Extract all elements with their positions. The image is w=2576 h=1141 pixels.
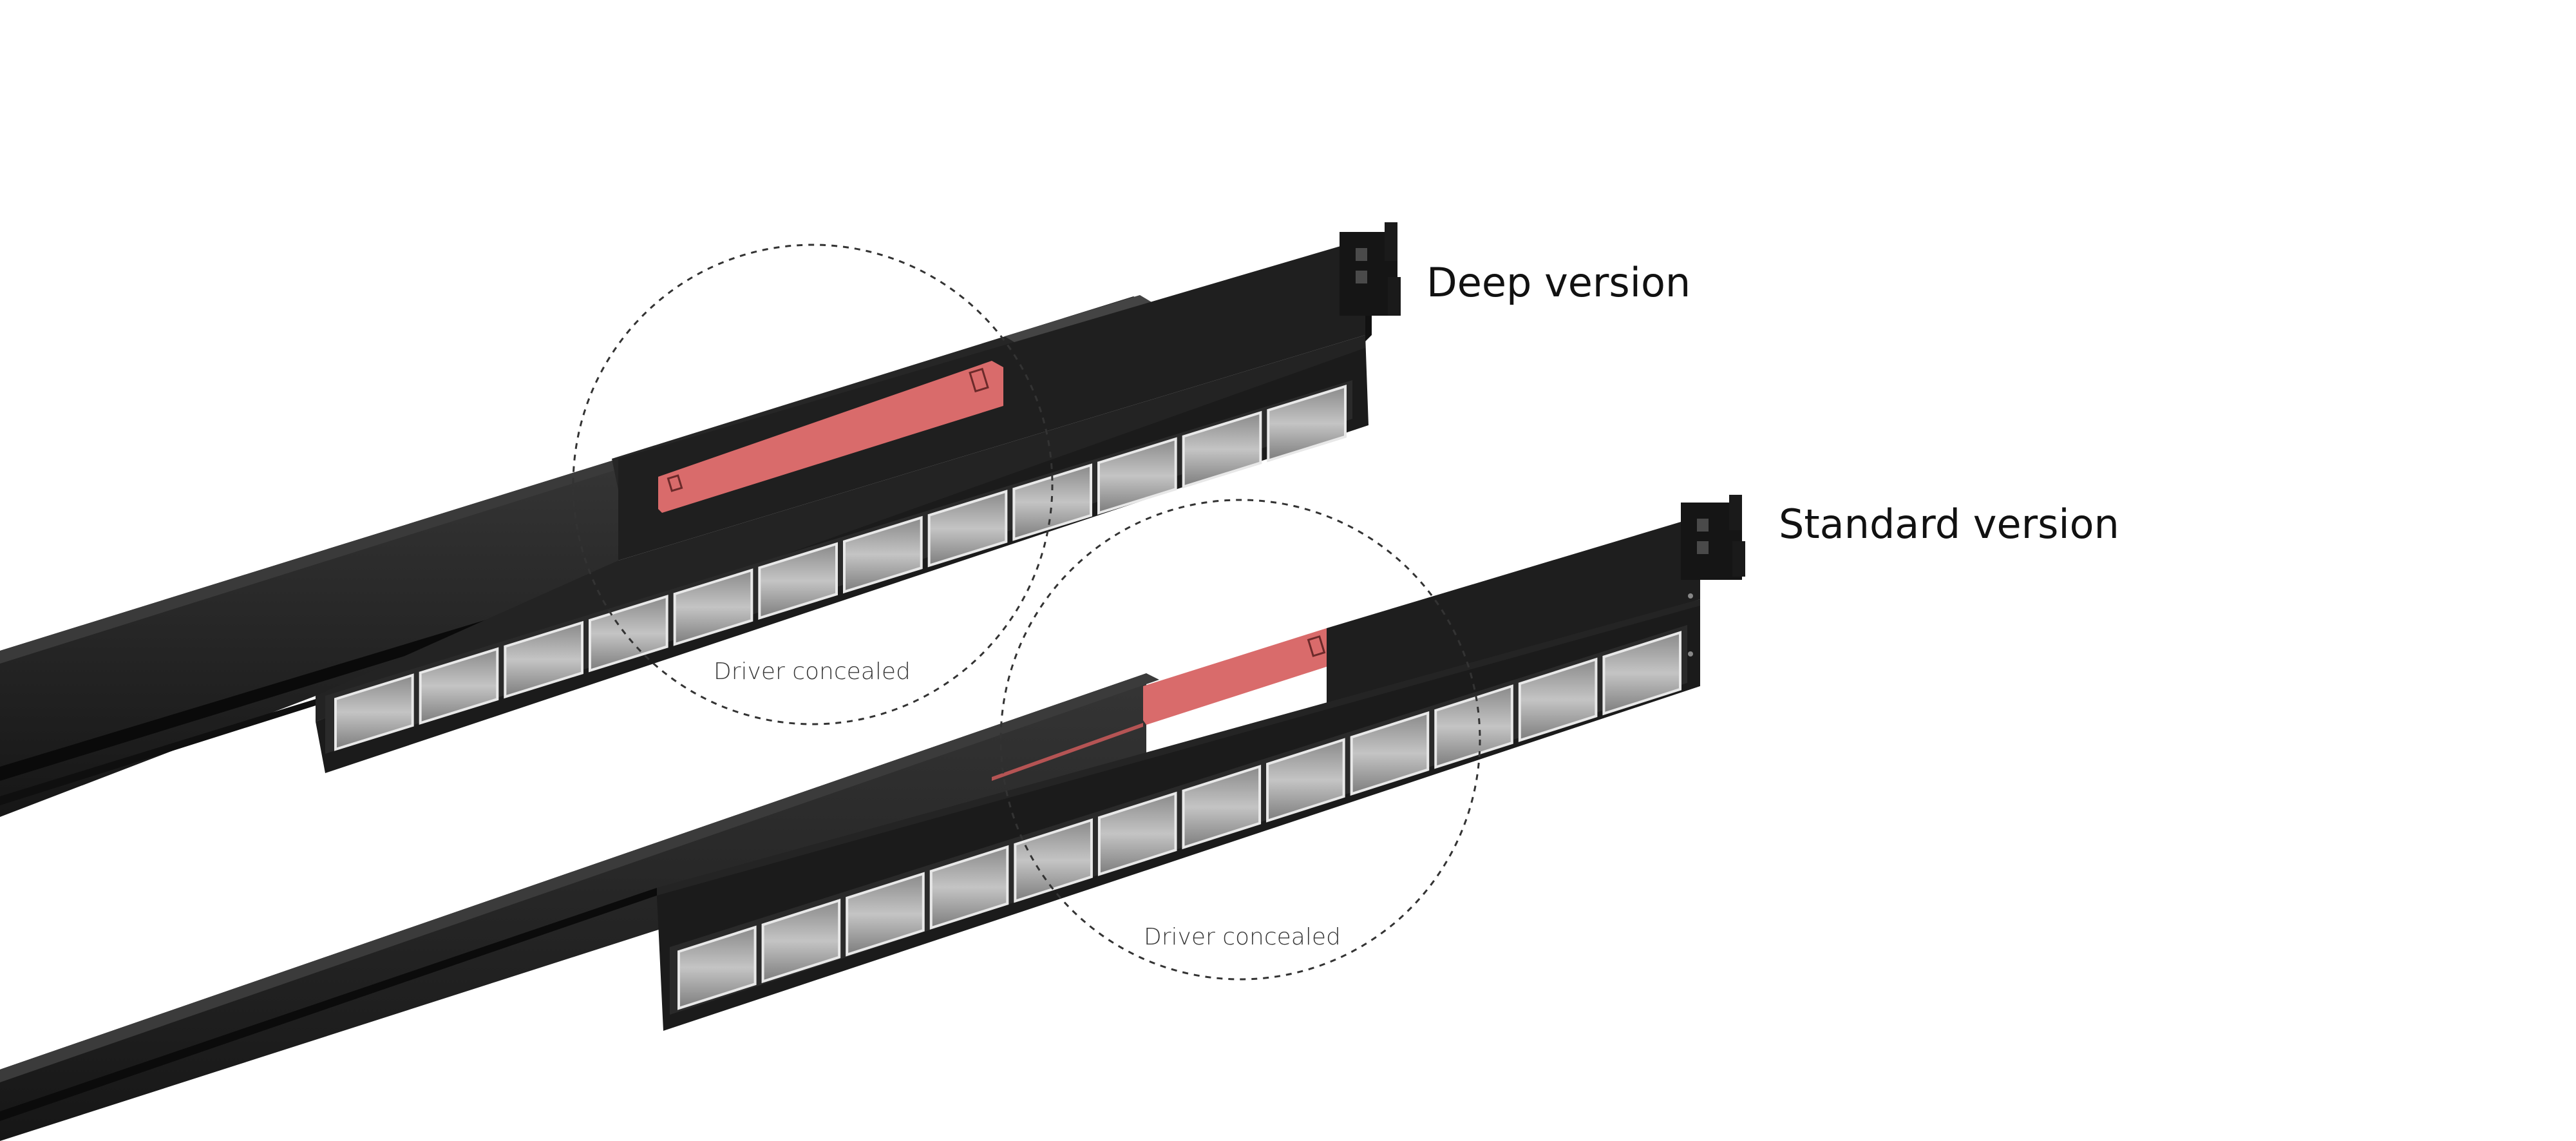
standard-lens-cell <box>1014 818 1093 903</box>
deep-lens-cell <box>334 673 414 751</box>
deep-lens-cells <box>334 385 1347 751</box>
standard-lens-cell <box>761 898 841 984</box>
deep-lens-cell <box>927 490 1008 568</box>
standard-version-label: Standard version <box>1779 501 2119 548</box>
standard-adapter <box>1681 495 1745 580</box>
deep-lens-cell <box>758 542 838 620</box>
standard-driver-callout-circle <box>999 499 1481 981</box>
deep-lens-cell <box>419 647 499 725</box>
deep-lens-cell <box>1182 410 1262 489</box>
standard-track-rail-top <box>0 673 1159 1082</box>
standard-lens-cell <box>1182 765 1262 850</box>
deep-lens-cell <box>589 595 668 673</box>
deep-lens-cell <box>1012 463 1092 541</box>
standard-lens-cell <box>677 925 757 1010</box>
standard-lens-cell <box>929 845 1009 930</box>
deep-driver-detail <box>969 367 989 393</box>
standard-lens-cell <box>1602 631 1681 716</box>
deep-lens-cell <box>673 568 753 646</box>
deep-version-label: Deep version <box>1426 259 1691 306</box>
standard-driver-callout-label: Driver concealed <box>1144 924 1341 950</box>
deep-driver-detail-2 <box>667 474 683 492</box>
standard-lens-cell <box>1097 791 1177 876</box>
standard-driver-highlight <box>1143 628 1336 725</box>
deep-lens-cell <box>1267 385 1347 463</box>
deep-driver-callout-circle <box>572 244 1054 725</box>
standard-driver-detail <box>1307 635 1326 657</box>
standard-lens-cell <box>1434 684 1513 769</box>
standard-lens-cell <box>846 872 925 957</box>
deep-lens-cell <box>504 620 583 699</box>
deep-version-fixture <box>0 222 1401 817</box>
deep-driver-highlight <box>658 361 1003 513</box>
deep-driver-callout-label: Driver concealed <box>714 658 911 685</box>
deep-track-groove-2 <box>0 697 322 805</box>
deep-adapter <box>1340 222 1401 316</box>
standard-driver-red-line <box>992 723 1143 781</box>
standard-housing-top <box>1327 522 1700 715</box>
standard-track-groove <box>0 888 657 1121</box>
standard-version-fixture <box>0 495 1745 1141</box>
deep-track-rail-top <box>0 459 631 664</box>
standard-lens-cell <box>1518 657 1598 742</box>
deep-back-rail-cap <box>1005 295 1153 344</box>
standard-track-rail <box>0 673 1146 1141</box>
standard-lens-cell <box>1266 738 1345 823</box>
deep-lens-cell <box>843 515 923 594</box>
deep-lens-cell <box>1097 437 1177 515</box>
standard-lens-cells <box>677 631 1681 1010</box>
standard-lens-cell <box>1350 711 1430 796</box>
